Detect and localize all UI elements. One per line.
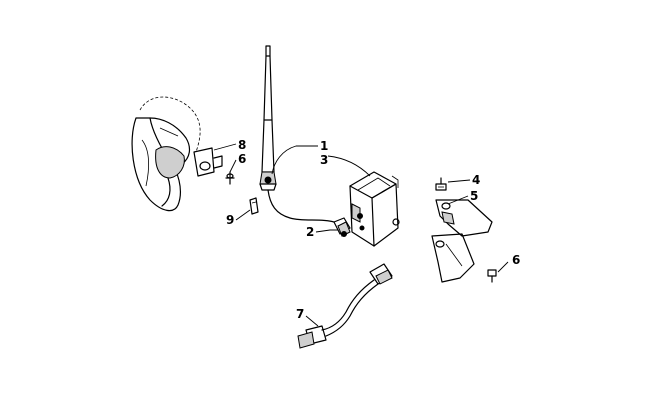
screw-4 bbox=[435, 177, 447, 191]
leader-lines bbox=[213, 143, 509, 327]
callout-8: 8 bbox=[238, 138, 246, 152]
antenna-1 bbox=[259, 45, 335, 223]
mount-bracket-8 bbox=[193, 147, 223, 177]
callout-7: 7 bbox=[296, 307, 304, 321]
callout-1: 1 bbox=[320, 139, 328, 153]
cable-connector-2 bbox=[333, 217, 351, 237]
callout-5: 5 bbox=[470, 189, 478, 203]
callout-6-right: 6 bbox=[512, 253, 520, 267]
bracket-5 bbox=[431, 199, 493, 283]
callout-9: 9 bbox=[226, 213, 234, 227]
fender-housing bbox=[131, 96, 201, 212]
wire-harness-7 bbox=[297, 263, 393, 349]
screw-6-left bbox=[225, 171, 235, 185]
callouts: 1 3 2 8 6 9 4 5 6 7 bbox=[226, 138, 520, 321]
receiver-module-3 bbox=[349, 171, 400, 247]
clip-9 bbox=[249, 197, 259, 215]
callout-4: 4 bbox=[472, 173, 480, 187]
callout-3: 3 bbox=[320, 153, 328, 167]
callout-2: 2 bbox=[306, 225, 314, 239]
callout-6-left: 6 bbox=[238, 152, 246, 166]
screw-6-right bbox=[487, 269, 497, 283]
